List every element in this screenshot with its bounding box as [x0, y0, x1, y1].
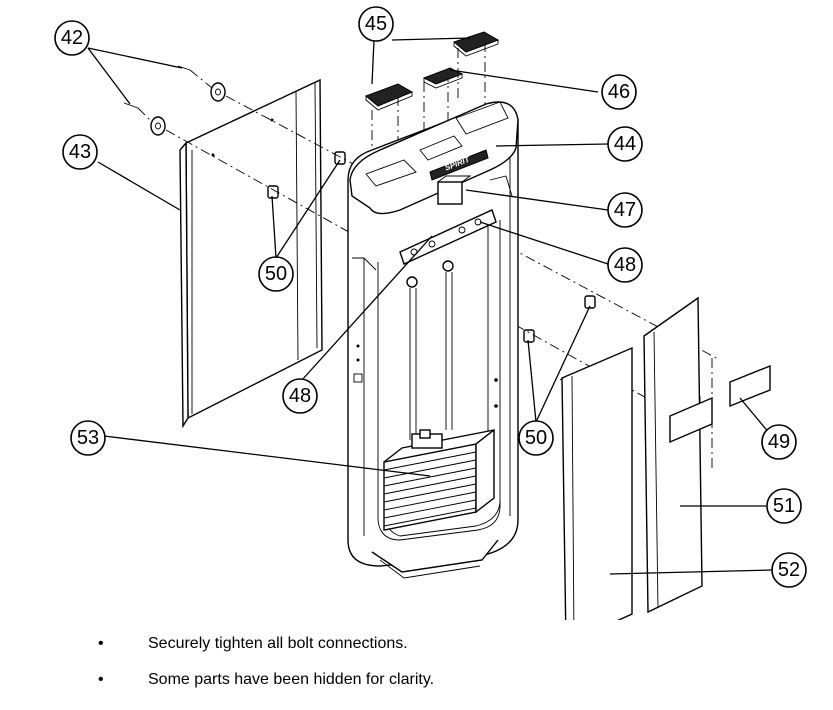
bullet: • [98, 671, 104, 688]
svg-text:46: 46 [608, 81, 630, 103]
callout-51: 51 [766, 488, 802, 524]
note-text: Some parts have been hidden for clarity. [148, 671, 435, 688]
weight-stack [383, 428, 495, 531]
svg-text:48: 48 [614, 254, 636, 276]
callout-45: 45 [358, 6, 394, 42]
svg-text:52: 52 [778, 559, 800, 581]
svg-text:51: 51 [773, 495, 795, 517]
note-text: Securely tighten all bolt connections. [148, 635, 408, 652]
callout-47: 47 [607, 192, 643, 228]
svg-text:49: 49 [768, 431, 790, 453]
svg-text:53: 53 [77, 427, 99, 449]
callout-49: 49 [761, 424, 797, 460]
callout-48-right: 48 [607, 247, 643, 283]
left-side-panel [179, 78, 323, 429]
callout-46: 46 [601, 74, 637, 110]
labels [669, 364, 771, 444]
spacers [267, 151, 596, 343]
callout-52: 52 [771, 552, 807, 588]
svg-text:42: 42 [61, 27, 83, 49]
callout-48-left: 48 [282, 378, 318, 414]
bolts-and-washers [123, 65, 226, 136]
callout-44: 44 [607, 126, 643, 162]
svg-text:48: 48 [289, 385, 311, 407]
callout-50-right: 50 [518, 420, 554, 456]
svg-text:50: 50 [525, 427, 547, 449]
svg-text:43: 43 [69, 141, 91, 163]
svg-text:44: 44 [614, 133, 636, 155]
svg-text:45: 45 [365, 13, 387, 35]
callout-43: 43 [62, 134, 98, 170]
svg-text:47: 47 [614, 199, 636, 221]
handle-pads [365, 31, 500, 111]
callout-53: 53 [70, 420, 106, 456]
leader-lines [87, 37, 773, 575]
exploded-assembly-diagram: SPIRIT [54, 6, 807, 620]
right-shrouds [559, 296, 703, 620]
svg-text:50: 50 [265, 263, 287, 285]
bullet: • [98, 635, 104, 652]
callout-50-left: 50 [258, 256, 294, 292]
callout-42: 42 [54, 20, 90, 56]
